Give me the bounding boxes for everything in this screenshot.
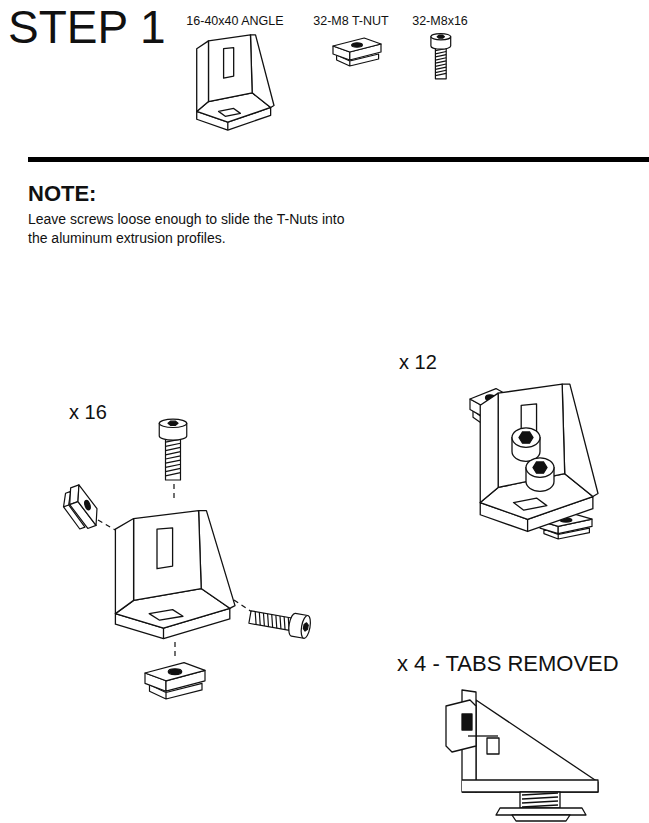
part-name: 32-M8 T-NUT bbox=[313, 15, 388, 29]
part-name: 16-40x40 ANGLE bbox=[186, 15, 283, 29]
side-view-bracket bbox=[446, 690, 598, 821]
angle-bracket-icon bbox=[197, 35, 274, 130]
quantity-label: x 4 - TABS REMOVED bbox=[397, 652, 619, 676]
note-heading: NOTE: bbox=[28, 182, 96, 206]
t-nut-icon bbox=[333, 38, 381, 66]
screw-icon bbox=[431, 34, 451, 79]
note-text: Leave screws loose enough to slide the T… bbox=[28, 210, 363, 248]
assembled-bracket bbox=[470, 384, 598, 539]
separator-bar bbox=[28, 157, 649, 162]
exploded-view bbox=[58, 419, 312, 699]
step-title: STEP 1 bbox=[8, 2, 166, 53]
quantity-label: x 12 bbox=[399, 351, 437, 373]
part-name: 32-M8x16 bbox=[412, 15, 468, 29]
quantity-label: x 16 bbox=[69, 401, 107, 423]
